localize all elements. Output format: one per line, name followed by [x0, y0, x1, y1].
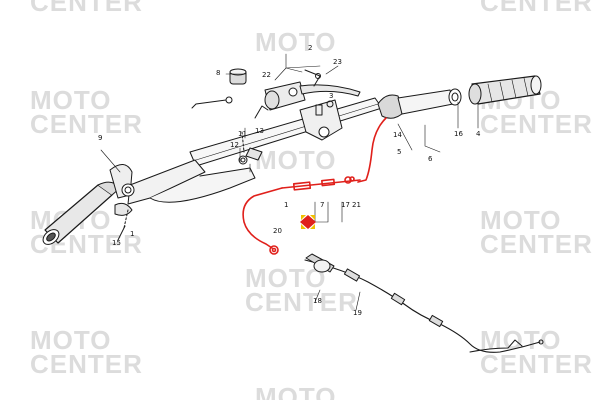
label-part-17: 17 [341, 201, 350, 209]
label-part-6: 6 [428, 155, 433, 163]
watermark-top-center: MOTO [255, 27, 337, 57]
watermark-top-right: CENTER [480, 0, 593, 17]
label-part-8: 8 [216, 69, 221, 77]
label-part-22: 22 [262, 71, 271, 79]
label-part-1: 1 [130, 230, 135, 238]
throttle-cable [304, 259, 541, 353]
label-part-10: 1 [284, 201, 289, 209]
watermark-bottom-center: MOTO [255, 382, 337, 400]
label-part-21: 21 [352, 201, 361, 209]
label-part-12: 12 [230, 141, 239, 149]
label-part-14: 14 [393, 131, 402, 139]
label-part-20: 20 [273, 227, 282, 235]
brake-lever [299, 84, 361, 97]
label-part-18: 18 [313, 297, 322, 305]
label-part-4: 4 [476, 130, 481, 138]
highlighted-cable [242, 117, 387, 255]
clamp-block [299, 99, 343, 141]
label-part-15: 15 [112, 239, 121, 247]
right-grip [471, 75, 541, 105]
throttle-sleeve [397, 89, 454, 115]
label-part-9: 9 [98, 134, 103, 142]
label-part-16: 16 [454, 130, 463, 138]
label-part-19: 19 [353, 309, 362, 317]
watermark-center-1: MOTO [255, 145, 337, 175]
label-part-7: 7 [320, 201, 325, 209]
label-part-2: 2 [308, 44, 313, 52]
label-part-3: 3 [329, 92, 334, 100]
label-part-5: 5 [397, 148, 402, 156]
label-part-23: 23 [333, 58, 342, 66]
label-part-11: 11 [238, 130, 247, 138]
target-cross-icon [300, 215, 316, 229]
label-part-13: 13 [255, 127, 264, 135]
handlebar-bend [127, 159, 206, 205]
watermark-top-left: CENTER [30, 0, 143, 17]
